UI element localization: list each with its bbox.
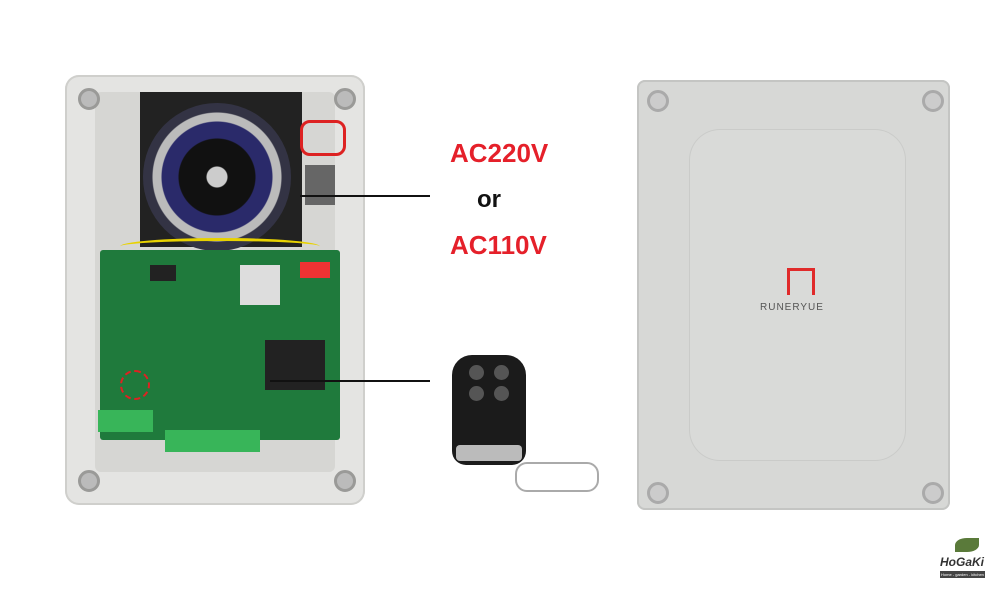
toroidal-coil: [143, 103, 291, 251]
keychain-icon: [515, 462, 599, 492]
screw-icon: [78, 88, 100, 110]
remote-chrome-trim: [456, 445, 522, 461]
rectifier: [240, 265, 280, 305]
terminal-block: [98, 410, 153, 432]
cover-panel: [690, 130, 905, 460]
screw-icon: [647, 90, 669, 112]
watermark-tagline: Home - garden - kitchen: [940, 571, 985, 578]
watermark-logo: HoGaKi: [940, 555, 985, 569]
or-label: or: [477, 186, 501, 213]
remote-button-icon: [494, 386, 509, 401]
power-terminal: [300, 262, 330, 278]
highlight-circle: [120, 370, 150, 400]
brand-name: RUNERYUE: [760, 302, 824, 313]
voltage-label-220: AC220V: [450, 138, 549, 168]
brand-logo-icon: [787, 268, 815, 295]
leaf-logo-icon: [955, 538, 979, 552]
red-wire: [300, 120, 346, 156]
screw-icon: [334, 88, 356, 110]
screw-icon: [922, 482, 944, 504]
fuse-holder: [305, 165, 335, 205]
callout-line-power: [300, 195, 430, 197]
screw-icon: [334, 470, 356, 492]
yellow-wire: [120, 238, 320, 255]
voltage-label-110: AC110V: [450, 230, 547, 260]
screw-icon: [922, 90, 944, 112]
screw-icon: [647, 482, 669, 504]
terminal-block: [165, 430, 260, 452]
remote-button-icon: [469, 386, 484, 401]
led-display: [150, 265, 176, 281]
screw-icon: [78, 470, 100, 492]
relays: [265, 340, 325, 390]
remote-button-icon: [469, 365, 484, 380]
remote-button-icon: [494, 365, 509, 380]
callout-line-remote: [270, 380, 430, 382]
